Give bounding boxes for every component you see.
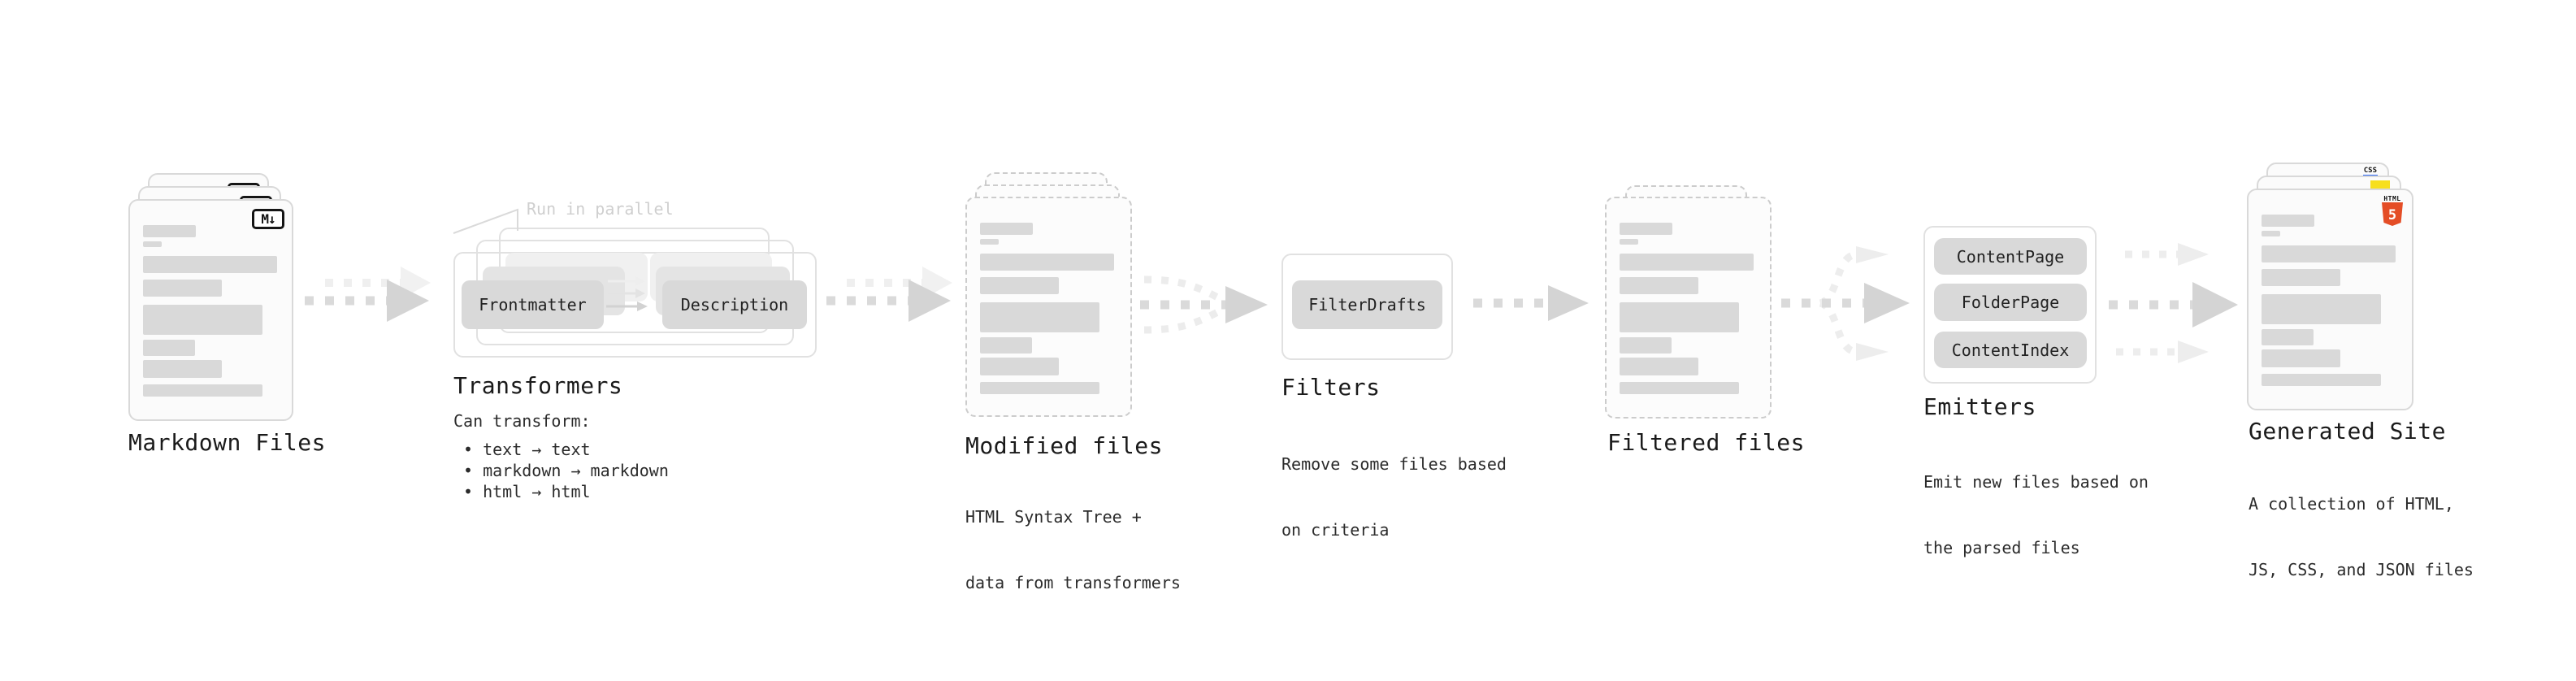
doc-placeholder-bar	[2262, 269, 2340, 286]
doc-placeholder-bar	[2262, 245, 2396, 262]
javascript-icon	[2370, 180, 2390, 191]
doc-placeholder-bar	[2262, 294, 2381, 324]
doc-placeholder-bar	[980, 382, 1099, 394]
doc-placeholder-bar	[143, 280, 222, 297]
doc-placeholder-bar	[2262, 231, 2280, 236]
caption-line: HTML Syntax Tree +	[965, 507, 1142, 527]
flow-arrow-filters-to-filtered	[1473, 285, 1589, 321]
doc-placeholder-bar	[143, 241, 162, 247]
caption-line: A collection of HTML,	[2249, 494, 2454, 514]
doc-placeholder-bar	[1620, 382, 1739, 394]
flow-arrow-modified-to-filters	[1140, 275, 1268, 334]
doc-placeholder-bar	[2262, 374, 2381, 386]
doc-placeholder-bar	[143, 256, 277, 273]
flow-arrow-emitters-to-site	[2109, 243, 2238, 363]
doc-placeholder-bar	[143, 225, 196, 237]
caption-line: Remove some files based	[1281, 454, 1507, 474]
filters-title: Filters	[1281, 374, 1381, 401]
caption-line: data from transformers	[965, 573, 1181, 592]
bullet-item: • text → text	[463, 440, 591, 459]
doc-placeholder-bar	[2262, 349, 2340, 367]
filtered-files-label: Filtered files	[1607, 429, 1806, 456]
markdown-files-label: Markdown Files	[128, 429, 327, 456]
emitters-caption: Emit new files based on the parsed files	[1923, 427, 2149, 603]
bullet-item: • markdown → markdown	[463, 461, 669, 480]
markdown-icon: M↓	[252, 209, 284, 229]
doc-placeholder-bar	[980, 254, 1114, 271]
frontmatter-pill: Frontmatter	[462, 280, 604, 329]
doc-placeholder-bar	[980, 358, 1059, 375]
doc-placeholder-bar	[1620, 302, 1739, 332]
markdown-file-card-front: M↓	[128, 199, 293, 421]
svg-text:5: 5	[2388, 207, 2396, 223]
description-pill: Description	[662, 280, 807, 329]
filtered-file-card-front	[1605, 197, 1772, 419]
doc-placeholder-bar	[143, 340, 195, 356]
doc-placeholder-bars	[1620, 223, 1754, 394]
folderpage-pill: FolderPage	[1934, 284, 2087, 321]
generated-site-label: Generated Site	[2249, 418, 2447, 445]
contentpage-pill: ContentPage	[1934, 238, 2087, 275]
modified-file-card-front	[965, 197, 1132, 417]
transformers-title: Transformers	[453, 372, 623, 399]
filterdrafts-pill: FilterDrafts	[1292, 280, 1442, 329]
html5-icon: HTML 5	[2381, 195, 2404, 229]
flow-arrow-filtered-to-emitters	[1781, 246, 1910, 361]
doc-placeholder-bar	[143, 384, 262, 397]
doc-placeholder-bar	[980, 239, 999, 245]
caption-line: Emit new files based on	[1923, 472, 2149, 492]
doc-placeholder-bar	[1620, 337, 1672, 354]
transformers-bullet-list: • text → text • markdown → markdown • ht…	[453, 439, 669, 502]
doc-placeholder-bar	[980, 277, 1059, 294]
emitters-title: Emitters	[1923, 393, 2036, 420]
caption-line: the parsed files	[1923, 538, 2080, 557]
html5-shield: 5	[2382, 202, 2403, 226]
flow-arrow-markdown-to-transformers	[305, 267, 431, 322]
doc-placeholder-bar	[980, 223, 1033, 235]
modified-files-caption: HTML Syntax Tree + data from transformer…	[965, 462, 1181, 638]
doc-placeholder-bar	[1620, 254, 1754, 271]
parallel-callout-line	[453, 208, 518, 234]
doc-placeholder-bar	[980, 302, 1099, 332]
doc-placeholder-bar	[1620, 277, 1698, 294]
doc-placeholder-bars	[143, 225, 277, 397]
run-in-parallel-note: Run in parallel	[527, 199, 674, 219]
bullet-item: • html → html	[463, 482, 591, 501]
parallel-arrows-icon	[606, 276, 648, 311]
doc-placeholder-bars	[2262, 215, 2396, 386]
doc-placeholder-bar	[1620, 223, 1672, 235]
doc-placeholder-bar	[143, 305, 262, 335]
doc-placeholder-bar	[1620, 239, 1638, 245]
filters-caption: Remove some files based on criteria	[1281, 410, 1507, 585]
generated-site-caption: A collection of HTML, JS, CSS, and JSON …	[2249, 449, 2474, 625]
flow-arrow-transformers-to-modified	[826, 267, 952, 322]
doc-placeholder-bars	[980, 223, 1114, 394]
doc-placeholder-bar	[143, 360, 222, 378]
contentindex-pill: ContentIndex	[1934, 332, 2087, 368]
caption-line: JS, CSS, and JSON files	[2249, 560, 2474, 579]
caption-line: on criteria	[1281, 520, 1390, 540]
doc-placeholder-bar	[2262, 215, 2314, 227]
html5-icon-word: HTML	[2383, 195, 2401, 202]
doc-placeholder-bar	[2262, 329, 2314, 345]
modified-files-label: Modified files	[965, 432, 1164, 459]
site-file-card-html: HTML 5	[2247, 189, 2413, 410]
doc-placeholder-bar	[980, 337, 1032, 354]
doc-placeholder-bar	[1620, 358, 1698, 375]
transformers-caption: Can transform:	[453, 411, 591, 431]
